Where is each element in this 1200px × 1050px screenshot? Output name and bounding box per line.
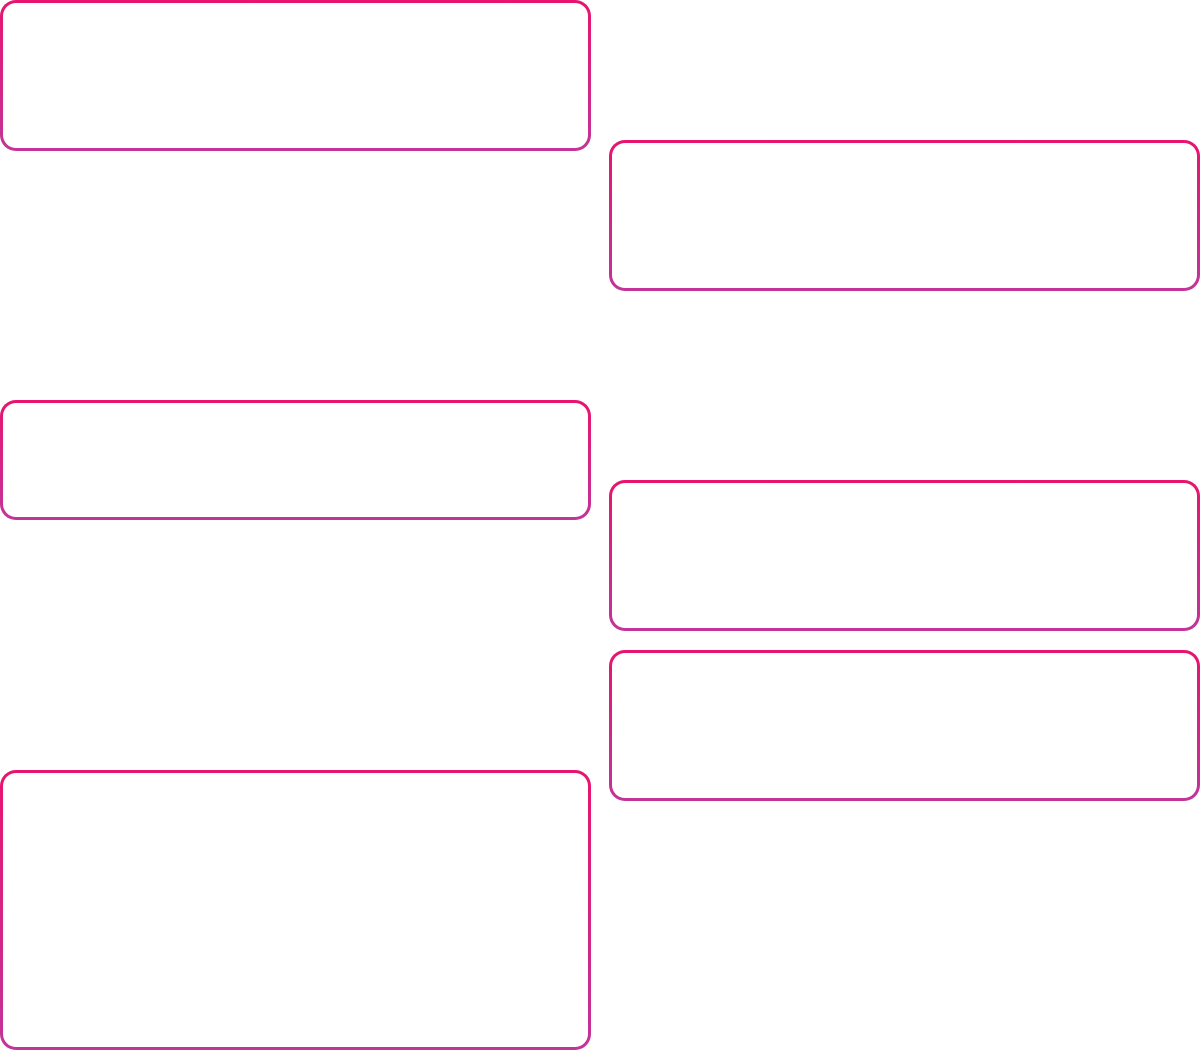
card-left-1	[0, 0, 591, 151]
card-left-2	[0, 400, 591, 520]
card-right-3	[609, 650, 1200, 801]
card-right-1	[609, 140, 1200, 291]
card-left-3	[0, 770, 591, 1050]
card-right-2	[609, 480, 1200, 631]
